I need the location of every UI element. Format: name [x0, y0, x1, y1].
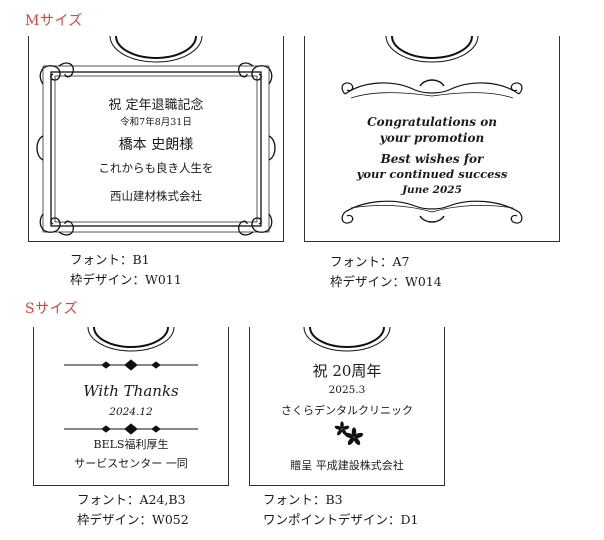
s2-sender: 贈呈 平成建設株式会社 — [290, 459, 404, 472]
s1-font: フォント：A24,B3 — [77, 492, 186, 507]
s2-date: 2025.3 — [328, 384, 366, 396]
m2-date: June 2025 — [402, 184, 462, 196]
panel-m1: 祝 定年退職記念 令和7年8月31日 橋本 史朗様 これからも良き人生を 西山建… — [28, 35, 284, 242]
neck-arc-decoration — [303, 326, 391, 352]
m2-line2: your promotion — [379, 131, 485, 145]
s1-title: With Thanks — [83, 382, 179, 400]
panel-s2: 祝 20周年 2025.3 さくらデンタルクリニック 贈呈 平成建設株式会社 — [249, 326, 445, 486]
s2-caption: フォント：B3 ワンポイントデザイン：D1 — [263, 490, 418, 530]
s2-title: 祝 20周年 — [312, 362, 382, 380]
m1-frame: 枠デザイン：W011 — [70, 272, 182, 287]
line-ornament-w052 — [64, 359, 198, 435]
ornamental-frame-w011 — [36, 62, 276, 236]
s2-font: フォント：B3 — [263, 492, 343, 507]
m-size-label: Mサイズ — [25, 13, 83, 29]
m1-name: 橋本 史朗様 — [118, 137, 194, 153]
m2-line1: Congratulations on — [367, 115, 497, 129]
s2-point: ワンポイントデザイン：D1 — [263, 512, 419, 527]
m1-caption: フォント：B1 枠デザイン：W011 — [70, 250, 182, 290]
s1-caption: フォント：A24,B3 枠デザイン：W052 — [77, 490, 189, 530]
panel-m2: Congratulations on your promotion Best w… — [304, 35, 560, 242]
neck-arc-decoration — [385, 35, 479, 63]
s1-org: BELS福利厚生 — [93, 438, 169, 451]
m1-line1: 祝 定年退職記念 — [108, 98, 204, 113]
m1-message: これからも良き人生を — [98, 161, 214, 175]
m2-font: フォント：A7 — [330, 254, 410, 269]
m2-frame: 枠デザイン：W014 — [330, 274, 442, 289]
m2-caption: フォント：A7 枠デザイン：W014 — [330, 252, 442, 292]
s-size-label: Sサイズ — [25, 301, 79, 317]
neck-arc-decoration — [109, 35, 203, 63]
panel-s1: With Thanks 2024.12 BELS福利厚生 サービスセンター 一同 — [33, 326, 229, 486]
m2-line3: Best wishes for — [380, 152, 484, 166]
sakura-flower-icon — [334, 421, 364, 446]
m1-date: 令和7年8月31日 — [120, 117, 192, 128]
neck-arc-decoration — [87, 326, 175, 352]
m1-font: フォント：B1 — [70, 252, 150, 267]
s1-dept: サービスセンター 一同 — [74, 457, 188, 470]
m2-line4: your continued success — [356, 167, 508, 181]
s2-clinic: さくらデンタルクリニック — [281, 404, 413, 417]
m1-company: 西山建材株式会社 — [110, 189, 202, 203]
s1-date: 2024.12 — [109, 406, 153, 418]
ornamental-frame-w014 — [341, 79, 523, 224]
s1-frame: 枠デザイン：W052 — [77, 512, 189, 527]
